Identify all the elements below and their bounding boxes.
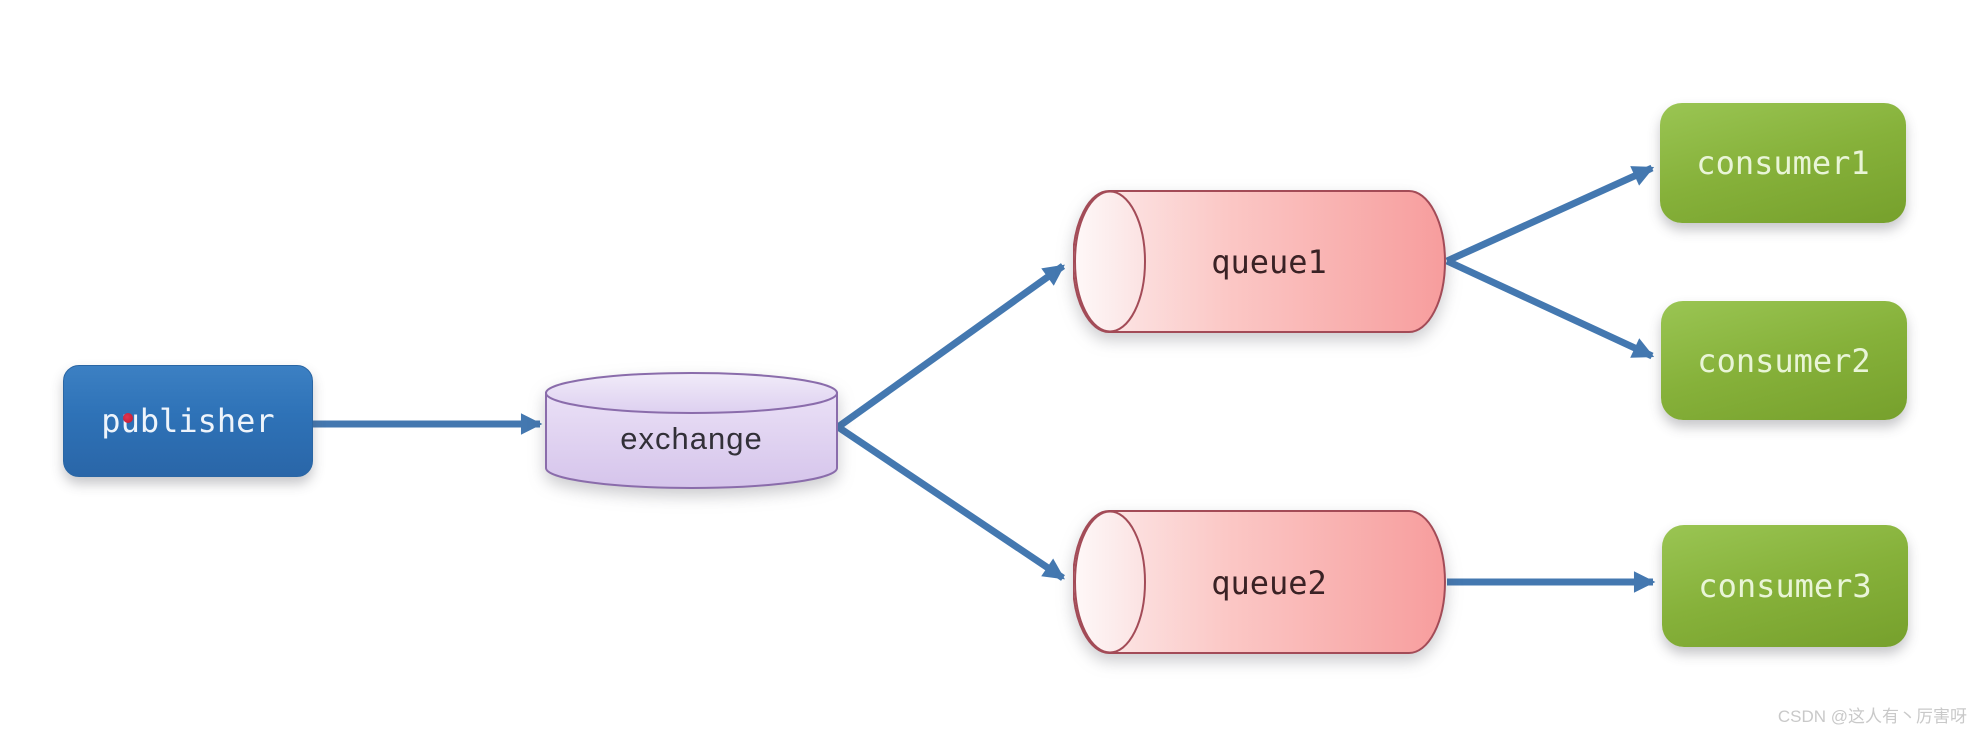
- queue2-cylinder-body: [1073, 510, 1446, 654]
- queue1-cylinder-body: [1073, 190, 1446, 333]
- queue1-cylinder-shape: [1073, 190, 1446, 333]
- queue2-label: queue2: [1211, 563, 1327, 602]
- exchange-cylinder-top: [545, 372, 838, 414]
- publisher-node: publisher: [63, 365, 313, 477]
- pointer-dot: [123, 413, 133, 423]
- arrow-queue1-to-consumer1: [1445, 164, 1655, 265]
- queue1-node: queue1: [1073, 189, 1447, 335]
- queue2-cylinder-shape: [1073, 510, 1446, 654]
- arrow-queue1-to-consumer2: [1445, 257, 1655, 360]
- queue1-label: queue1: [1211, 243, 1327, 281]
- consumer1-label: consumer1: [1696, 144, 1870, 182]
- exchange-node: exchange: [544, 371, 839, 492]
- consumer2-label: consumer2: [1697, 341, 1871, 380]
- arrow-exchange-to-queue2: [836, 424, 1065, 581]
- queue2-node: queue2: [1073, 509, 1447, 656]
- exchange-cylinder-body: [545, 392, 838, 489]
- exchange-cylinder-shape: [545, 372, 838, 489]
- consumer1-node: consumer1: [1660, 103, 1906, 223]
- exchange-label: exchange: [620, 420, 763, 456]
- consumer2-node: consumer2: [1661, 301, 1907, 420]
- consumer3-label: consumer3: [1698, 567, 1872, 605]
- consumer3-node: consumer3: [1662, 525, 1908, 647]
- queue2-cylinder-cap: [1074, 510, 1146, 654]
- arrow-exchange-to-queue1: [835, 263, 1066, 430]
- watermark: CSDN @这人有丶厉害呀: [1777, 707, 1967, 726]
- queue1-cylinder-cap: [1074, 190, 1146, 333]
